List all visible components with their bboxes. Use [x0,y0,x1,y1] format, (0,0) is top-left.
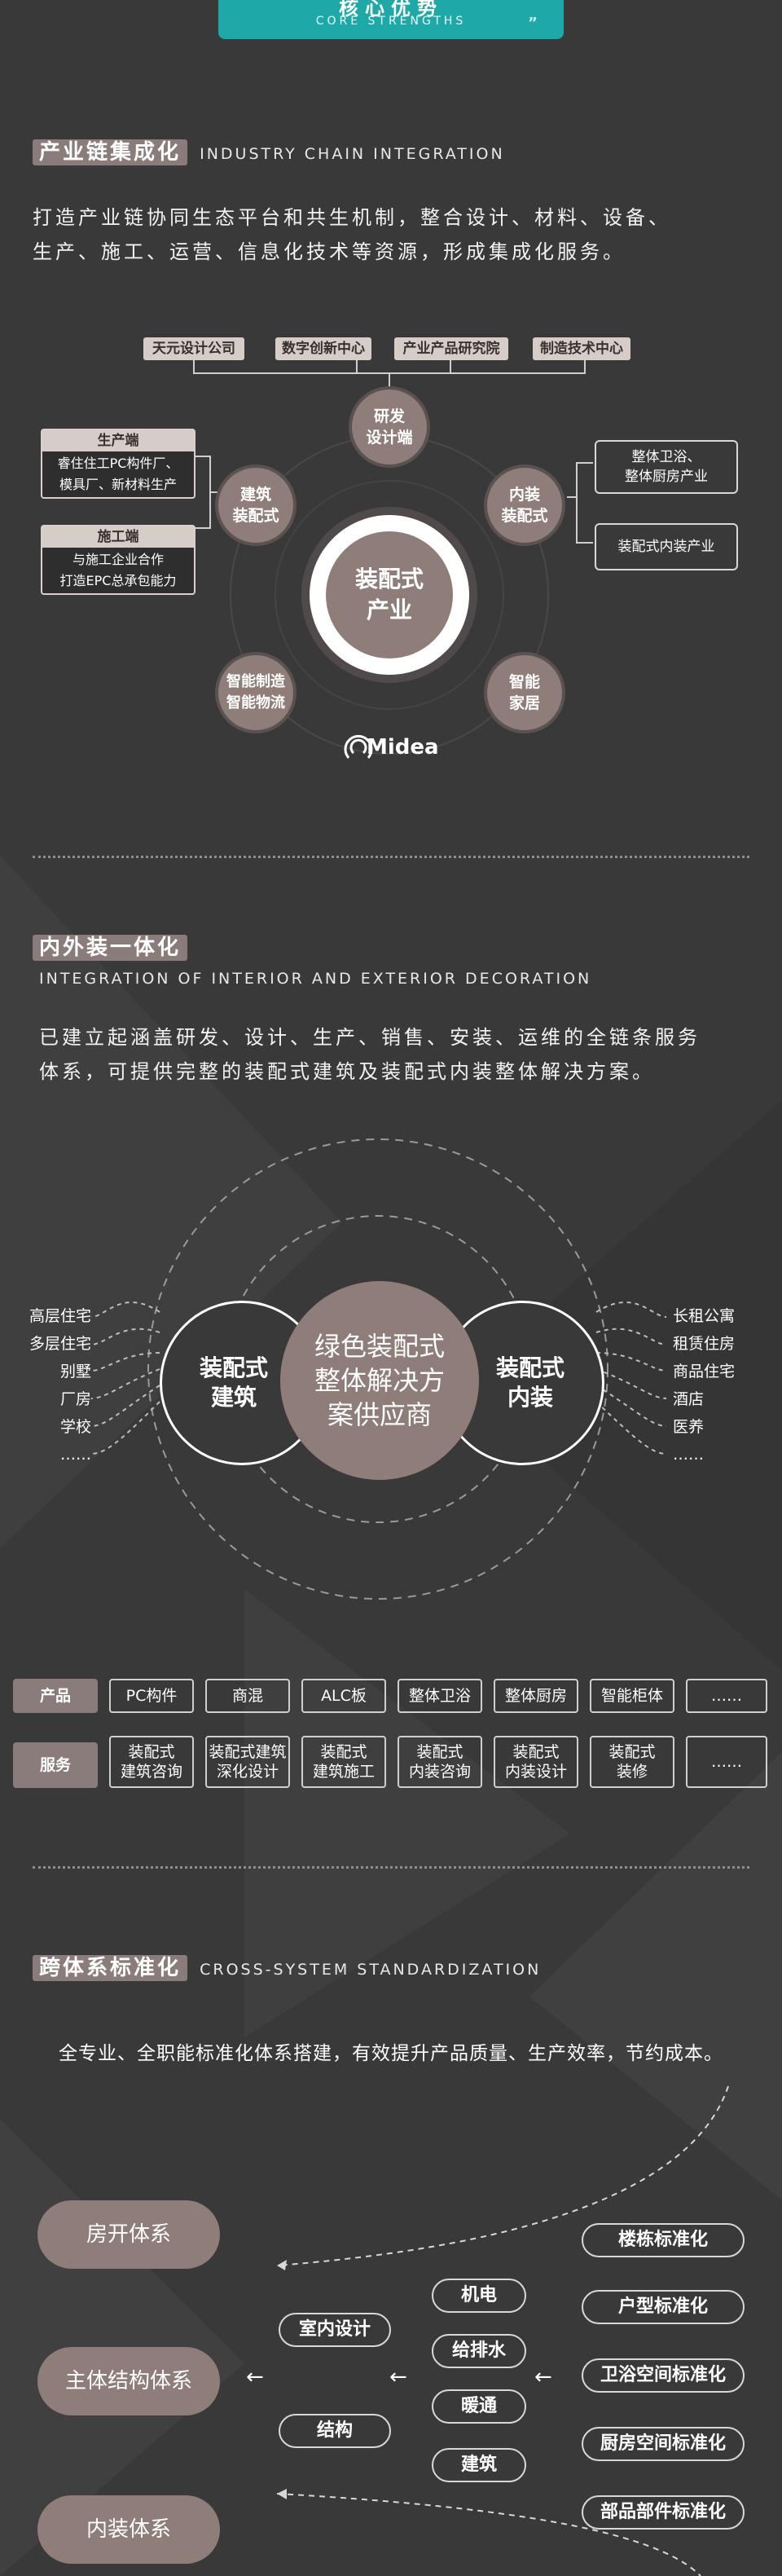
section1-en: INDUSTRY CHAIN INTEGRATION [200,145,505,163]
divider-2 [33,1866,749,1869]
box-production-head: 生产端 [42,430,194,451]
section2-label: 内外装一体化 [33,935,188,961]
tag-industry-research: 产业产品研究院 [394,337,508,360]
node-building-assembly: 建筑装配式 [215,465,297,546]
center-label-line2: 产业 [366,597,412,623]
service-deep-design: 装配式建筑深化设计 [205,1736,290,1788]
product-kitchen: 整体厨房 [494,1679,578,1713]
service-building-consult: 装配式建筑咨询 [109,1736,194,1788]
std-bathroom-space: 卫浴空间标准化 [582,2358,745,2393]
service-interior-design: 装配式内装设计 [494,1736,578,1788]
box-interior-industry: 装配式内装产业 [595,523,738,570]
section2-para-line2: 体系，可提供完整的装配式建筑及装配式内装整体解决方案。 [39,1060,655,1083]
box-bath-kitchen: 整体卫浴、整体厨房产业 [595,440,738,494]
std-kitchen-space: 厨房空间标准化 [582,2427,745,2461]
section2-description: 已建立起涵盖研发、设计、生产、销售、安装、运维的全链条服务 体系，可提供完整的装… [39,1020,772,1089]
section1-label: 产业链集成化 [33,139,188,165]
product-bath: 整体卫浴 [398,1679,482,1713]
product-more: …… [686,1679,767,1713]
service-building-construction: 装配式建筑施工 [301,1736,386,1788]
product-concrete: 商混 [205,1679,290,1713]
std-components: 部品部件标准化 [582,2495,745,2530]
section3-en: CROSS-SYSTEM STANDARDIZATION [200,1961,542,1979]
section3-diagram-lines [276,2085,729,2576]
discipline-hvac: 暖通 [432,2389,526,2424]
arrow-to-mid-left: ← [389,2365,407,2389]
product-label: 产品 [13,1679,98,1713]
midea-logo-icon [344,734,373,759]
section3-heading: 跨体系标准化 CROSS-SYSTEM STANDARDIZATION [33,1951,541,1981]
center-label-line1: 装配式 [354,566,424,592]
section2-heading: 内外装一体化 [33,931,188,961]
product-alc: ALC板 [301,1679,386,1713]
box-construction: 施工端 与施工企业合作 打造EPC总承包能力 [41,525,196,595]
header-title: 核心优势 [339,0,443,20]
header-subtitle: CORE STRENGTHS [315,15,467,28]
left-usage-list: 高层住宅 多层住宅 别墅 厂房 学校 …… [29,1307,91,1464]
service-label: 服务 [13,1742,98,1788]
core-strengths-header: 核心优势 CORE STRENGTHS ” [218,0,564,39]
product-cabinet: 智能柜体 [590,1679,674,1713]
std-unit-type: 户型标准化 [582,2290,745,2324]
center-green-solution: 绿色装配式整体解决方案供应商 [280,1281,479,1480]
midea-logo: Midea [342,730,440,766]
tag-tianyuan-design: 天元设计公司 [143,337,244,360]
arrow-to-mid-right: ← [534,2365,552,2389]
discipline-mep: 机电 [432,2279,526,2313]
product-pc: PC构件 [109,1679,194,1713]
arrow-to-main-structure: ← [246,2365,264,2389]
tag-manufacturing-tech: 制造技术中心 [533,337,630,360]
box-construction-head: 施工端 [42,526,194,548]
discipline-architecture: 建筑 [432,2448,526,2482]
section1-para-line2: 生产、施工、运营、信息化技术等资源，形成集成化服务。 [33,240,626,263]
system-interior: 内装体系 [37,2495,220,2564]
box-production: 生产端 睿住住工PC构件厂、 模具厂、新材料生产 [41,429,196,499]
section2-para-line1: 已建立起涵盖研发、设计、生产、销售、安装、运维的全链条服务 [39,1026,701,1049]
node-rd-design: 研发设计端 [349,386,430,468]
std-building: 楼栋标准化 [582,2223,745,2257]
quote-icon: ” [528,15,538,32]
right-usage-list: 长租公寓 租赁住房 商品住宅 酒店 医养 …… [673,1307,736,1464]
center-circle: 装配式 产业 [310,515,469,675]
discipline-interior-design: 室内设计 [279,2313,391,2347]
section2-en: INTEGRATION OF INTERIOR AND EXTERIOR DEC… [39,970,592,988]
midea-logo-text: Midea [367,735,439,760]
system-real-estate: 房开体系 [37,2200,220,2269]
divider-1 [33,856,749,858]
node-smart-home: 智能家居 [484,652,565,733]
section1-heading: 产业链集成化 INDUSTRY CHAIN INTEGRATION [33,135,505,165]
service-decoration: 装配式装修 [590,1736,674,1788]
node-interior-assembly: 内装装配式 [484,465,565,546]
section3-description: 全专业、全职能标准化体系搭建，有效提升产品质量、生产效率，节约成本。 [59,2043,723,2064]
discipline-structure: 结构 [279,2414,391,2448]
service-interior-consult: 装配式内装咨询 [398,1736,482,1788]
section1-para-line1: 打造产业链协同生态平台和共生机制，整合设计、材料、设备、 [33,206,671,229]
system-main-structure: 主体结构体系 [37,2347,220,2415]
node-smart-manufacturing: 智能制造智能物流 [215,652,297,733]
section3-label: 跨体系标准化 [33,1955,188,1981]
section1-description: 打造产业链协同生态平台和共生机制，整合设计、材料、设备、 生产、施工、运营、信息… [33,200,766,269]
discipline-plumbing: 给排水 [432,2334,526,2368]
tag-digital-innovation: 数字创新中心 [275,337,371,360]
service-more: …… [686,1736,767,1788]
